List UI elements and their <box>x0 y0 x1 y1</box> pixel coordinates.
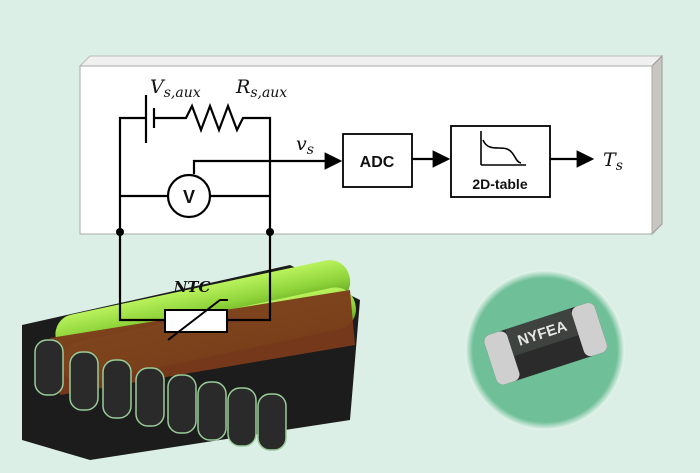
lookup-table-block: 2D-table <box>450 125 551 198</box>
curve-icon <box>480 131 526 166</box>
junction-node-left <box>116 228 124 236</box>
adc-block: ADC <box>342 133 413 188</box>
output-label: Ts <box>603 149 623 174</box>
voltmeter: V <box>166 173 212 219</box>
battery-pack-image <box>22 260 360 460</box>
ntc-chip-photo: NYFEA <box>465 270 625 430</box>
source-label: Vs,aux <box>150 76 201 101</box>
resistor-rs-aux <box>154 102 272 232</box>
voltmeter-label: V <box>183 187 195 207</box>
adc-label: ADC <box>360 154 395 171</box>
circuit-wiring <box>118 95 595 322</box>
ntc-label: NTC <box>173 278 211 296</box>
signal-label: vs <box>296 133 314 158</box>
lookup-table-label: 2D-table <box>472 176 527 192</box>
ntc-thermistor: NTC <box>164 278 228 341</box>
resistor-label: Rs,aux <box>235 76 287 101</box>
junction-node-right <box>266 228 274 236</box>
